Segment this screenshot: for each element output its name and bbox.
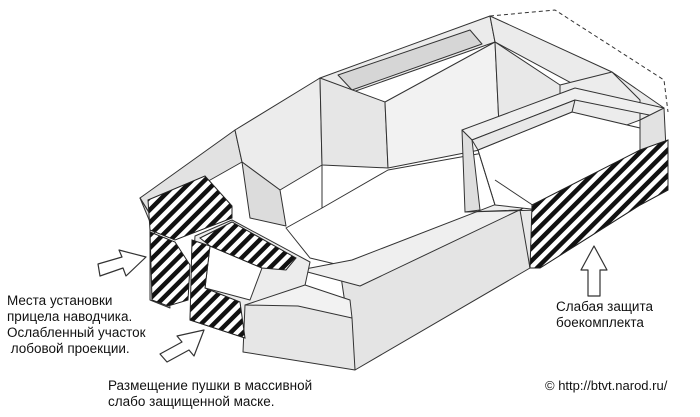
caption-sight-line-1: Места установки — [7, 293, 112, 308]
caption-ammo: Слабая защита боекомплекта — [556, 299, 654, 330]
weak-zones — [147, 139, 669, 339]
caption-sight-line-3: Ослабленный участок — [7, 325, 146, 340]
bustle-inner-post — [477, 149, 496, 206]
gun-mask-weak-zone-top — [199, 221, 297, 271]
callout-arrows — [97, 245, 608, 363]
caption-sight: Места установки прицела наводчика. Ослаб… — [7, 293, 146, 356]
ammo-weak-zone — [529, 139, 669, 269]
caption-sight-line-4: лобовой проекции. — [7, 341, 130, 356]
sight-weak-zone-upper — [147, 175, 233, 241]
hollow-block-arrow-icon — [159, 329, 205, 363]
bustle-left-face — [461, 129, 481, 213]
front-lower-block-top — [244, 284, 353, 319]
sight-weak-zone-lower — [149, 231, 191, 307]
caption-gun: Размещение пушки в массивной слабо защищ… — [108, 378, 312, 409]
left-inner-rib — [241, 161, 287, 227]
caption-ammo-line-1: Слабая защита — [556, 299, 654, 314]
hollow-block-arrow-icon — [97, 249, 147, 277]
caption-gun-line-1: Размещение пушки в массивной — [108, 378, 312, 393]
hollow-block-arrow-icon — [580, 245, 608, 297]
caption-gun-line-2: слабо защищенной маске. — [108, 394, 275, 409]
bustle-inner-wall — [471, 99, 576, 151]
caption-ammo-line-2: боекомплекта — [556, 315, 644, 330]
source-credit: © http://btvt.narod.ru/ — [545, 378, 668, 393]
roof-hatch-plate — [337, 29, 483, 91]
caption-sight-line-2: прицела наводчика. — [7, 309, 132, 324]
wall-left-mid — [234, 77, 323, 191]
rear-hidden-edge — [489, 9, 669, 113]
wall-left-upper — [319, 77, 389, 169]
